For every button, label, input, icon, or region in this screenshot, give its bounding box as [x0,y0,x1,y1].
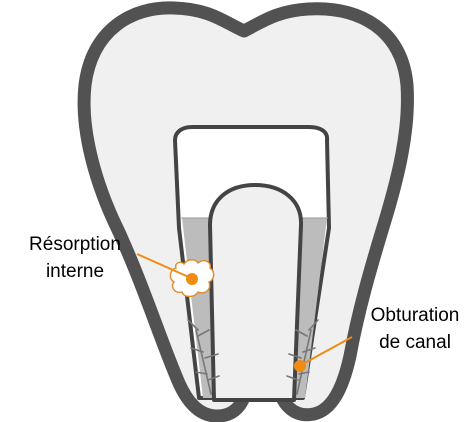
inner-dentin-outline [208,183,304,402]
obturation-label: Obturation de canal [356,302,474,356]
obturation-label-line-2: de canal [379,332,451,353]
resorption-label-line-2: interne [45,261,105,282]
obturation-callout-line [300,336,353,366]
resorption-callout-dot [186,273,198,285]
obturation-label-line-1: Obturation [370,305,460,326]
resorption-callout-line [136,253,192,279]
resorption-label-line-1: Résorption [29,234,121,255]
resorption-label: Résorption interne [8,231,142,285]
obturation-callout-dot [294,360,306,372]
